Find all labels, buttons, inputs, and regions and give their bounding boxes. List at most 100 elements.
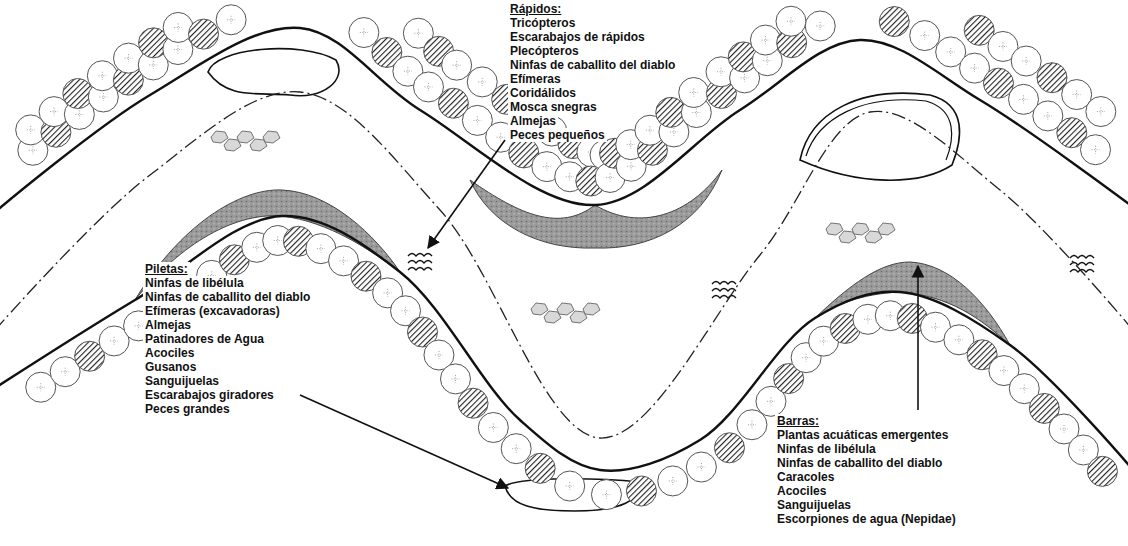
tree-mark [886,312,894,320]
tree-mark [402,307,410,315]
tree-mark [761,36,769,44]
tree-symbol [805,11,835,41]
tree-mark [566,173,574,181]
tree-crown [776,6,806,36]
tree-mark [75,110,83,118]
tree-mark [763,57,771,65]
tree-symbol [591,480,621,510]
organism-name: Escarabajos de rápidos [508,30,647,44]
organism-name: Ninfas de caballito del diablo [508,58,677,72]
pool-outline [806,100,952,160]
tree-symbol [658,466,688,496]
point-bar [135,190,400,300]
tree-crown [879,7,909,37]
tree-crown [501,434,531,464]
organism-name: Ninfas de libélula [143,276,246,290]
tree-mark [453,61,461,69]
tree-symbol [458,388,488,418]
tree-mark [787,17,795,25]
tree-symbol [349,18,379,48]
tree-symbol [189,19,219,49]
tree-mark [802,354,810,362]
tree-mark [135,322,143,330]
tree-crown [478,413,508,443]
tree-crown [805,11,835,41]
tree-mark [384,289,392,297]
river-bank [0,216,1128,471]
wave-symbol [408,254,432,257]
tree-symbol [910,21,940,51]
tree-mark [50,108,58,116]
tree-symbol [413,72,443,102]
organism-name: Acociles [775,484,828,498]
organism-name: Sanguijuelas [775,498,853,512]
organism-name: Efímeras (excavadoras) [143,304,282,318]
tree-mark [227,16,235,24]
tree-mark [404,67,412,75]
tree-crown [983,68,1013,98]
organism-name: Peces pequeños [508,128,607,142]
tree-mark [566,482,574,490]
tree-mark [1022,57,1030,65]
organism-name: Mosca snegras [508,100,599,114]
tree-mark [149,61,157,69]
organism-name: Ninfas de caballito del diablo [775,456,944,470]
organism-name: Caracoles [775,470,836,484]
tree-mark [971,64,979,72]
tree-symbol [440,364,470,394]
tree-mark [61,368,69,376]
tree-symbol [750,25,780,55]
tree-symbol [1081,135,1111,165]
wave-symbol [1070,263,1094,266]
tree-mark [602,491,610,499]
tree-symbol [1087,456,1117,486]
tree-mark [931,323,939,331]
tree-mark [473,116,481,124]
tree-mark [1044,112,1052,120]
habitat-heading: Rápidos: [508,2,563,16]
tree-mark [174,46,182,54]
organism-name: Escarabajos giradores [143,388,276,402]
tree-crown [555,471,585,501]
tree-mark [1000,367,1008,375]
tree-crown [1086,97,1116,127]
tree-mark [606,173,614,181]
tree-mark [414,29,422,37]
tree-mark [497,133,505,141]
tree-mark [1092,146,1100,154]
tree-mark [478,78,486,86]
wave-symbol [408,261,432,264]
wave-symbol [1070,256,1094,259]
tree-mark [1073,91,1081,99]
leader-arrow [428,140,505,248]
tree-mark [690,89,698,97]
organism-name: Acociles [143,346,196,360]
tree-symbol [1037,63,1067,93]
tree-crown [525,453,555,483]
habitat-heading: Piletas: [143,262,190,276]
tree-symbol [776,6,806,36]
tree-crown [626,476,656,506]
organism-name: Tricópteros [508,16,577,30]
tree-symbol [879,7,909,37]
tree-mark [317,245,325,253]
river-banks [0,28,1128,471]
tree-mark [767,397,775,405]
tree-crown [658,466,688,496]
tree-crown [216,5,246,35]
organism-name: Ninfas de caballito del diablo [143,290,312,304]
tree-crown [1037,63,1067,93]
tree-mark [512,445,520,453]
tree-crown [714,433,744,463]
tree-crown [458,388,488,418]
tree-crown [679,78,709,108]
pool-outline [208,49,339,96]
tree-mark [435,351,443,359]
tree-symbol [525,453,555,483]
organism-name: Plecópteros [508,44,581,58]
tree-symbol [983,68,1013,98]
tree-mark [27,126,35,134]
tree-crown [1081,135,1111,165]
tree-mark [1097,108,1105,116]
